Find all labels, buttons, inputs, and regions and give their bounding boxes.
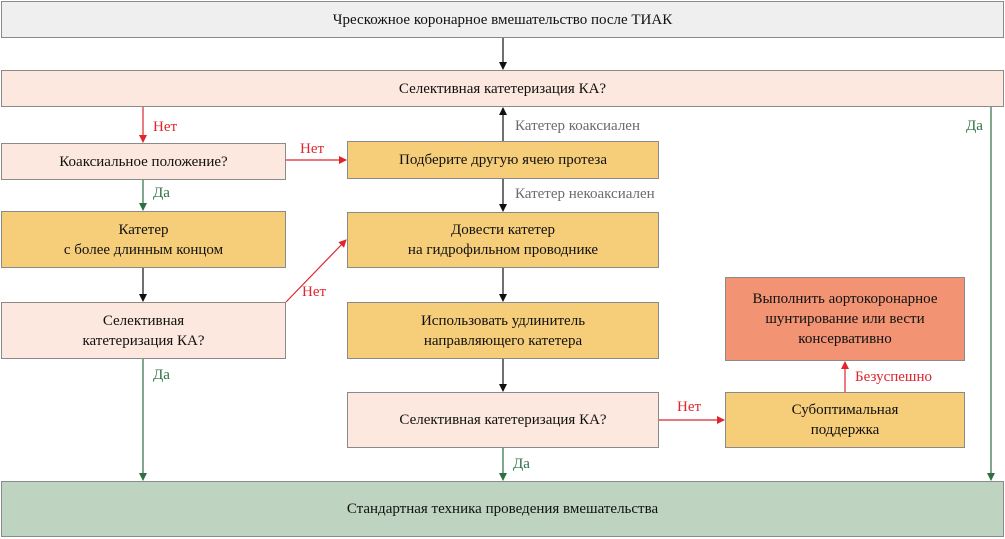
- label-yes-bottom-standard: Да: [513, 456, 530, 472]
- choose-other-cell-box: Подберите другую ячею протеза: [347, 141, 659, 179]
- header-box: Чрескожное коронарное вмешательство посл…: [1, 1, 1004, 38]
- label-yes-long-catheter: Да: [153, 185, 170, 201]
- guide-extender-box: Использовать удлинитель направляющего ка…: [347, 302, 659, 359]
- coaxial-position-box: Коаксиальное положение?: [1, 143, 286, 180]
- label-yes-right: Да: [966, 118, 983, 134]
- label-no-coaxial-check: Нет: [153, 119, 178, 135]
- suboptimal-support-box: Субоптимальная поддержка: [725, 392, 965, 448]
- label-catheter-non-coaxial: Катетер некоаксиален: [515, 186, 655, 202]
- label-no-to-suboptimal: Нет: [677, 399, 702, 415]
- label-no-to-choose-cell: Нет: [300, 141, 325, 157]
- selective-catheterization-left-box: Селективная катетеризация КА?: [1, 302, 286, 359]
- label-yes-left-standard: Да: [153, 367, 170, 383]
- label-failed: Безуспешно: [855, 369, 932, 385]
- selective-catheterization-top-box: Селективная катетеризация КА?: [1, 70, 1004, 107]
- standard-technique-box: Стандартная техника проведения вмешатель…: [1, 481, 1004, 537]
- arrow-selective-left-to-hydrophilic: [285, 239, 347, 303]
- long-tip-catheter-box: Катетер с более длинным концом: [1, 211, 286, 268]
- hydrophilic-wire-box: Довести катетер на гидрофильном проводни…: [347, 212, 659, 268]
- selective-catheterization-bottom-box: Селективная катетеризация КА?: [347, 392, 659, 448]
- label-catheter-coaxial: Катетер коаксиален: [515, 118, 640, 134]
- cabg-or-conservative-box: Выполнить аортокоронарное шунтирование и…: [725, 277, 965, 361]
- label-no-to-hydrophilic: Нет: [302, 284, 327, 300]
